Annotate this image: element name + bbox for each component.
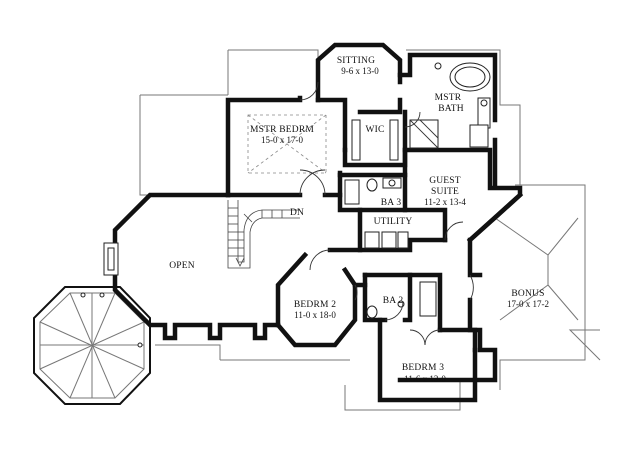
mstr-bedrm-label: MSTR BEDRM <box>250 125 314 135</box>
ba2-label: BA 2 <box>383 296 404 306</box>
ba3-label: BA 3 <box>381 198 402 208</box>
guest-label-1: GUEST <box>429 176 461 186</box>
wic-label: WIC <box>365 125 384 135</box>
guest-size: 11-2 x 13-4 <box>424 197 466 207</box>
bedrm2-size: 11-0 x 18-0 <box>294 310 336 320</box>
staircase <box>227 200 300 269</box>
fixtures <box>103 62 491 319</box>
exterior-walls <box>112 42 524 403</box>
bedrm3-label: BEDRM 3 <box>402 363 444 373</box>
washer <box>364 231 380 249</box>
bedrm3-size: 11-6 x 13-0 <box>404 374 446 384</box>
mstr-bath-label-1: MSTR <box>435 93 462 103</box>
roof-outlines <box>139 49 601 411</box>
mstr-bath-label-2: BATH <box>438 104 464 114</box>
mstr-bedrm-size: 15-0 x 17-0 <box>261 135 303 145</box>
doors <box>299 81 474 346</box>
guest-label-2: SUITE <box>431 187 459 197</box>
sitting-label: SITTING <box>337 56 375 66</box>
gazebo <box>33 286 151 405</box>
bonus-size: 17-0 x 17-2 <box>507 299 549 309</box>
dn-label: DN <box>290 208 304 218</box>
bonus-label: BONUS <box>511 289 544 299</box>
bedrm2-label: BEDRM 2 <box>294 300 336 310</box>
wic-shelf <box>351 119 361 161</box>
dryer <box>381 231 397 249</box>
utility-label: UTILITY <box>374 217 413 227</box>
sitting-size: 9-6 x 13-0 <box>341 66 379 76</box>
open-label: OPEN <box>169 261 195 271</box>
